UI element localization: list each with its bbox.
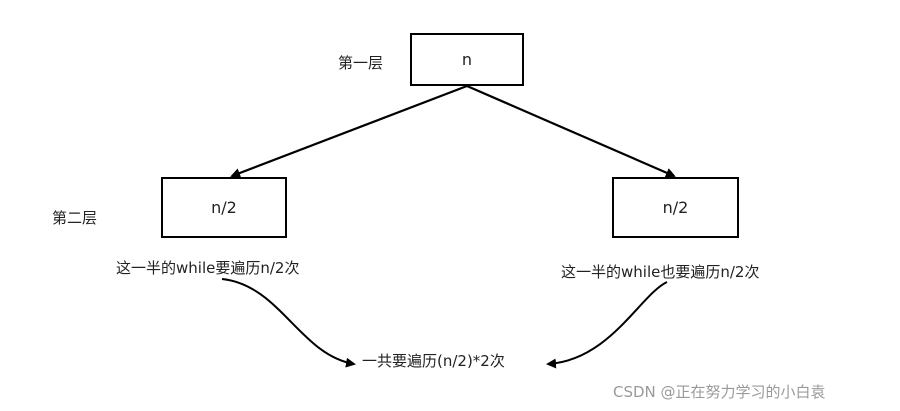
- watermark: CSDN @正在努力学习的小白袁: [613, 383, 826, 401]
- root-node-text: n: [461, 50, 473, 69]
- left-node: n/2: [161, 177, 287, 238]
- right-node: n/2: [612, 177, 739, 238]
- curve-right-to-total: [546, 281, 668, 369]
- curve-left-to-total: [221, 278, 356, 368]
- left-note: 这一半的while要遍历n/2次: [116, 259, 300, 277]
- root-node: n: [410, 33, 524, 86]
- level-2-label: 第二层: [52, 209, 98, 227]
- right-note: 这一半的while也要遍历n/2次: [561, 263, 760, 281]
- right-node-text: n/2: [662, 198, 689, 217]
- left-node-text: n/2: [211, 198, 237, 217]
- level-1-label: 第一层: [338, 54, 384, 72]
- total-note: 一共要遍历(n/2)*2次: [362, 352, 505, 370]
- arrow-root-to-left: [230, 84, 468, 178]
- arrow-root-to-right: [466, 84, 676, 178]
